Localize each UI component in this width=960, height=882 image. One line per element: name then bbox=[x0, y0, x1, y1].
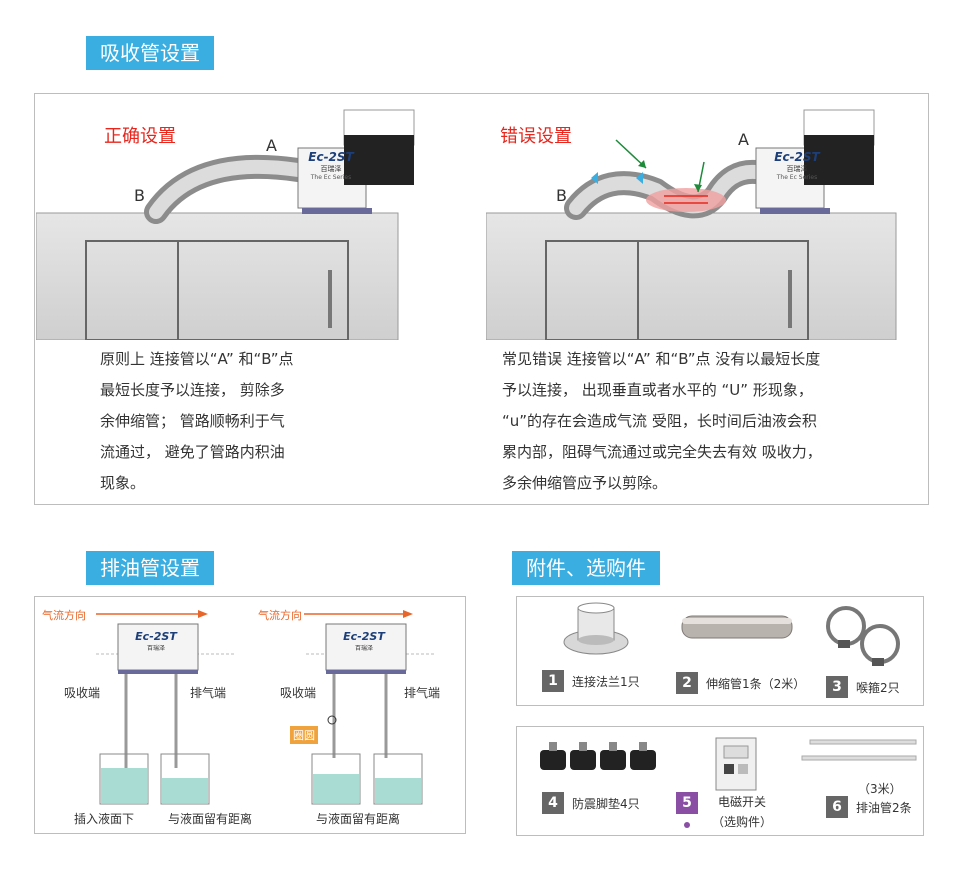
caption-gap-right: 与液面留有距离 bbox=[316, 812, 401, 826]
optional-dot-icon bbox=[684, 822, 690, 828]
caption-insert: 插入液面下 bbox=[74, 812, 135, 826]
accessory-3-label: 喉箍2只 bbox=[856, 680, 900, 695]
accessory-2: 2 伸缩管1条（2米） bbox=[676, 672, 805, 694]
accessory-5-sub: （选购件） bbox=[712, 815, 773, 829]
outlet-label-right: 排气端 bbox=[404, 686, 441, 700]
caption-gap-left: 与液面留有距离 bbox=[168, 812, 253, 826]
accessory-4-num: 4 bbox=[542, 792, 564, 814]
ring-label: 圈圆 bbox=[290, 726, 318, 744]
accessory-6: 6 排油管2条 bbox=[826, 796, 912, 818]
accessory-4: 4 防震脚垫4只 bbox=[542, 792, 640, 814]
correct-title: 正确设置 bbox=[104, 126, 176, 147]
correct-device-brand: Ec-2ST 百瑞泽 The Ec Series bbox=[308, 150, 354, 181]
inlet-label-right: 吸收端 bbox=[280, 686, 317, 700]
flange-image bbox=[563, 602, 629, 655]
accessory-3-num: 3 bbox=[826, 676, 848, 698]
correct-label-a: A bbox=[266, 136, 277, 155]
correct-setup-illustration bbox=[36, 109, 415, 340]
drain-pipe-image bbox=[801, 739, 917, 761]
accessory-1-label: 连接法兰1只 bbox=[572, 674, 640, 689]
flow-direction-right: 气流方向 bbox=[258, 609, 302, 622]
wrong-device-brand: Ec-2ST 百瑞泽 The Ec Series bbox=[774, 150, 820, 181]
correct-label-b: B bbox=[134, 186, 145, 205]
accessory-3: 3 喉箍2只 bbox=[826, 676, 900, 698]
hose-clamp-image bbox=[826, 606, 900, 666]
wrong-label-b: B bbox=[556, 186, 567, 205]
section-title-drain: 排油管设置 bbox=[86, 551, 214, 585]
accessory-1-num: 1 bbox=[542, 670, 564, 692]
accessory-5-label: 电磁开关 bbox=[718, 795, 767, 809]
drain-device-left: Ec-2ST 百瑞泽 bbox=[135, 630, 177, 652]
flex-pipe-image bbox=[681, 615, 793, 639]
drain-illustration bbox=[96, 610, 436, 805]
drain-device-right: Ec-2ST 百瑞泽 bbox=[343, 630, 385, 652]
inlet-label-left: 吸收端 bbox=[64, 686, 101, 700]
magnetic-switch-image bbox=[715, 737, 757, 791]
accessory-2-num: 2 bbox=[676, 672, 698, 694]
outlet-label-left: 排气端 bbox=[190, 686, 227, 700]
flow-direction-left: 气流方向 bbox=[42, 609, 86, 622]
accessory-6-num: 6 bbox=[826, 796, 848, 818]
wrong-title: 错误设置 bbox=[500, 126, 572, 147]
accessory-4-label: 防震脚垫4只 bbox=[572, 796, 640, 811]
accessory-6-label: 排油管2条 bbox=[856, 800, 912, 815]
wrong-label-a: A bbox=[738, 130, 749, 149]
accessory-5-num: 5 bbox=[676, 792, 698, 814]
wrong-description: 常见错误 连接管以“A” 和“B”点 没有以最短长度 予以连接， 出现垂直或者水… bbox=[502, 350, 822, 492]
wrong-setup-illustration bbox=[486, 109, 897, 340]
vibration-pad-image bbox=[540, 742, 656, 770]
accessory-5-text: 电磁开关 （选购件） bbox=[712, 792, 772, 832]
section-title-suction: 吸收管设置 bbox=[86, 36, 214, 70]
accessory-2-label: 伸缩管1条（2米） bbox=[706, 676, 806, 691]
correct-description: 原则上 连接管以“A” 和“B”点 最短长度予以连接， 剪除多 余伸缩管； 管路… bbox=[100, 350, 294, 492]
accessory-5: 5 bbox=[676, 792, 698, 828]
section-title-accessories: 附件、选购件 bbox=[512, 551, 660, 585]
accessory-6-sub: （3米） bbox=[858, 782, 902, 796]
accessory-1: 1 连接法兰1只 bbox=[542, 670, 640, 692]
